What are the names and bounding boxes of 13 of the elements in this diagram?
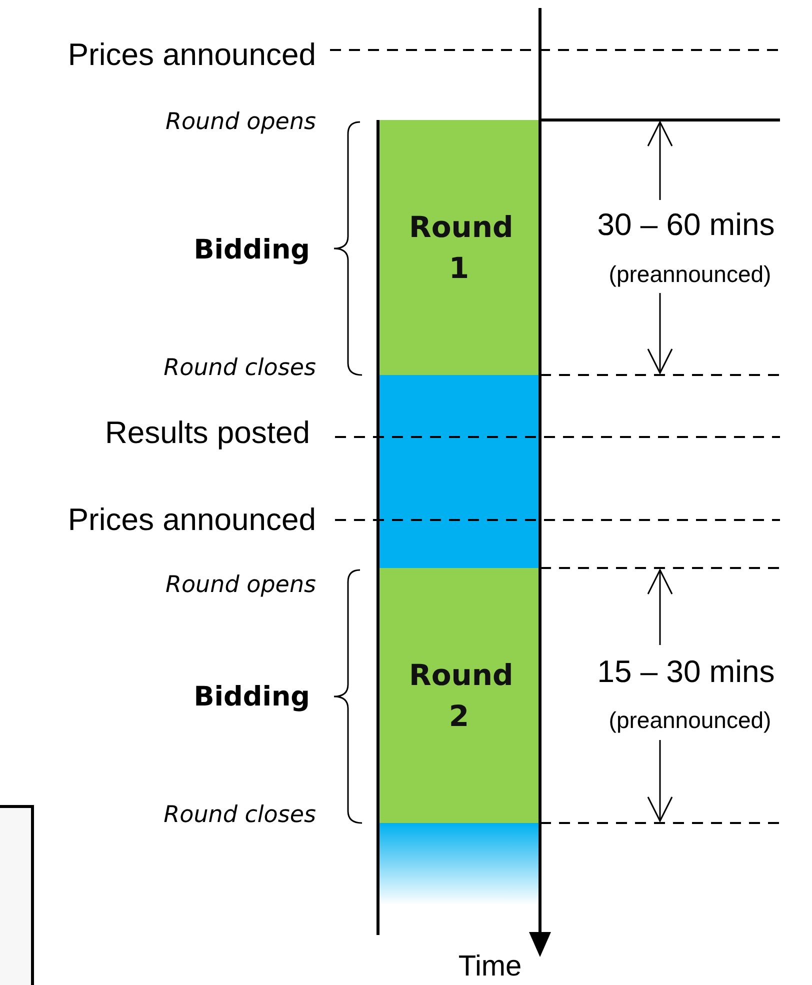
round-event-label: Round closes <box>164 354 316 382</box>
round-block <box>378 568 540 823</box>
round-event-label: Round opens <box>166 108 316 136</box>
round-title: Round 1 <box>409 208 509 286</box>
phase-label: Bidding <box>194 681 310 713</box>
empty-panel <box>0 805 34 985</box>
interval-block <box>378 375 540 568</box>
round-event-label: Round closes <box>164 802 316 828</box>
round-block <box>378 120 540 375</box>
round-title: Round 2 <box>409 656 509 734</box>
round-event-label: Round opens <box>166 572 316 598</box>
phase-label: Bidding <box>194 234 310 266</box>
interval-block <box>378 823 540 905</box>
